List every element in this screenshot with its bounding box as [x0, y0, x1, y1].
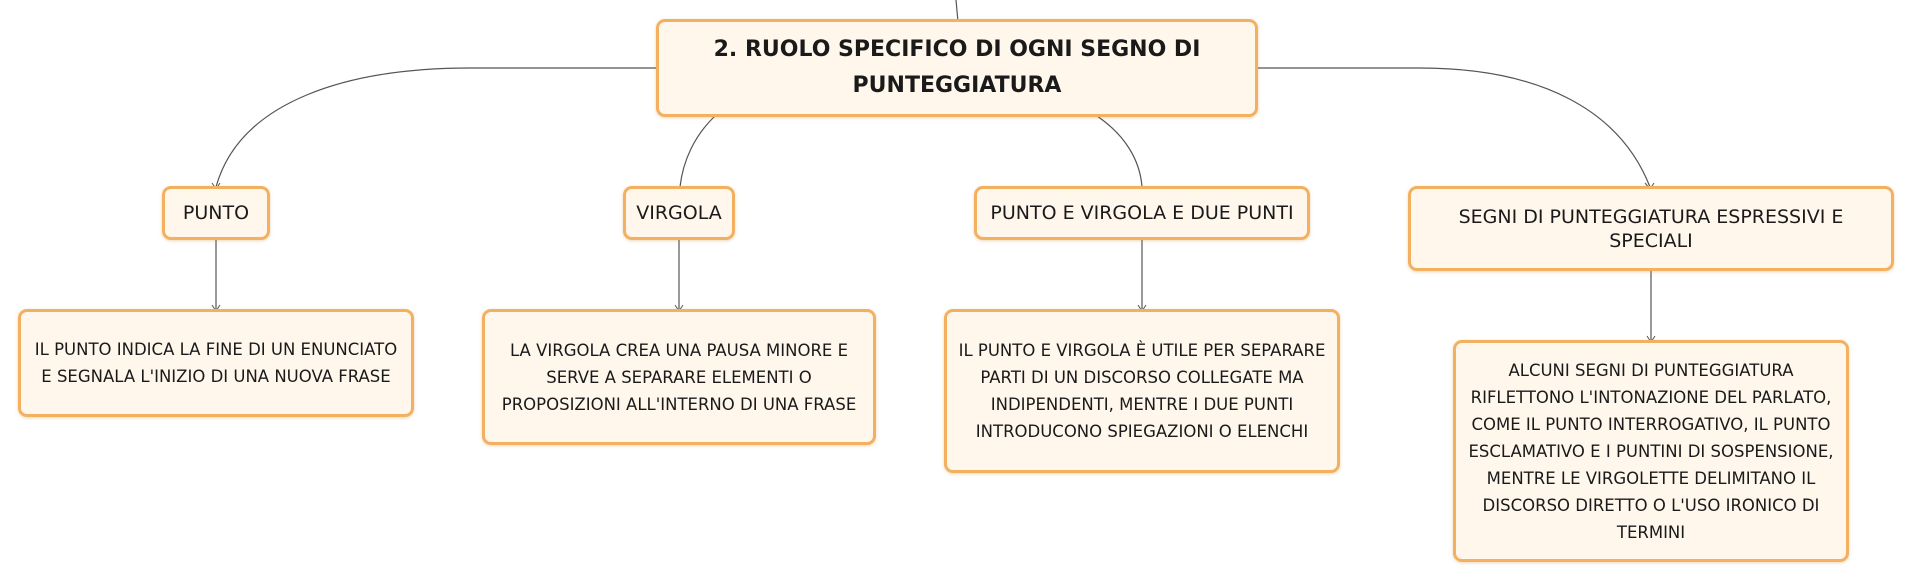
- root-label: 2. RUOLO SPECIFICO DI OGNI SEGNO DI PUNT…: [713, 37, 1201, 98]
- detail-node-punto[interactable]: IL PUNTO INDICA LA FINE DI UN ENUNCIATO …: [18, 309, 414, 417]
- topic-node-punto-e-virgola[interactable]: PUNTO E VIRGOLA E DUE PUNTI: [974, 186, 1310, 240]
- topic-node-segni-espressivi[interactable]: SEGNI DI PUNTEGGIATURA ESPRESSIVI E SPEC…: [1408, 186, 1894, 271]
- connector-root-to-virgola: [679, 115, 716, 188]
- topic-label: PUNTO: [182, 202, 250, 224]
- topic-label: SEGNI DI PUNTEGGIATURA ESPRESSIVI E SPEC…: [1458, 205, 1844, 252]
- topic-label: VIRGOLA: [636, 202, 722, 224]
- connector-root-to-punto: [215, 67, 658, 188]
- detail-node-segni-espressivi[interactable]: ALCUNI SEGNI DI PUNTEGGIATURA RIFLETTONO…: [1453, 340, 1849, 562]
- root-node[interactable]: 2. RUOLO SPECIFICO DI OGNI SEGNO DI PUNT…: [656, 19, 1258, 117]
- connector-root-to-segni-espressivi: [1256, 67, 1651, 188]
- detail-text: ALCUNI SEGNI DI PUNTEGGIATURA RIFLETTONO…: [1468, 360, 1834, 542]
- detail-text: IL PUNTO INDICA LA FINE DI UN ENUNCIATO …: [34, 340, 398, 386]
- topic-label: PUNTO E VIRGOLA E DUE PUNTI: [990, 202, 1294, 224]
- topic-node-punto[interactable]: PUNTO: [162, 186, 270, 240]
- detail-text: LA VIRGOLA CREA UNA PAUSA MINORE E SERVE…: [501, 340, 857, 414]
- detail-text: IL PUNTO E VIRGOLA È UTILE PER SEPARARE …: [958, 341, 1326, 441]
- topic-node-virgola[interactable]: VIRGOLA: [623, 186, 735, 240]
- connector-root-to-punto-e-virgola: [1096, 115, 1143, 188]
- detail-node-punto-e-virgola[interactable]: IL PUNTO E VIRGOLA È UTILE PER SEPARARE …: [944, 309, 1340, 473]
- detail-node-virgola[interactable]: LA VIRGOLA CREA UNA PAUSA MINORE E SERVE…: [482, 309, 876, 445]
